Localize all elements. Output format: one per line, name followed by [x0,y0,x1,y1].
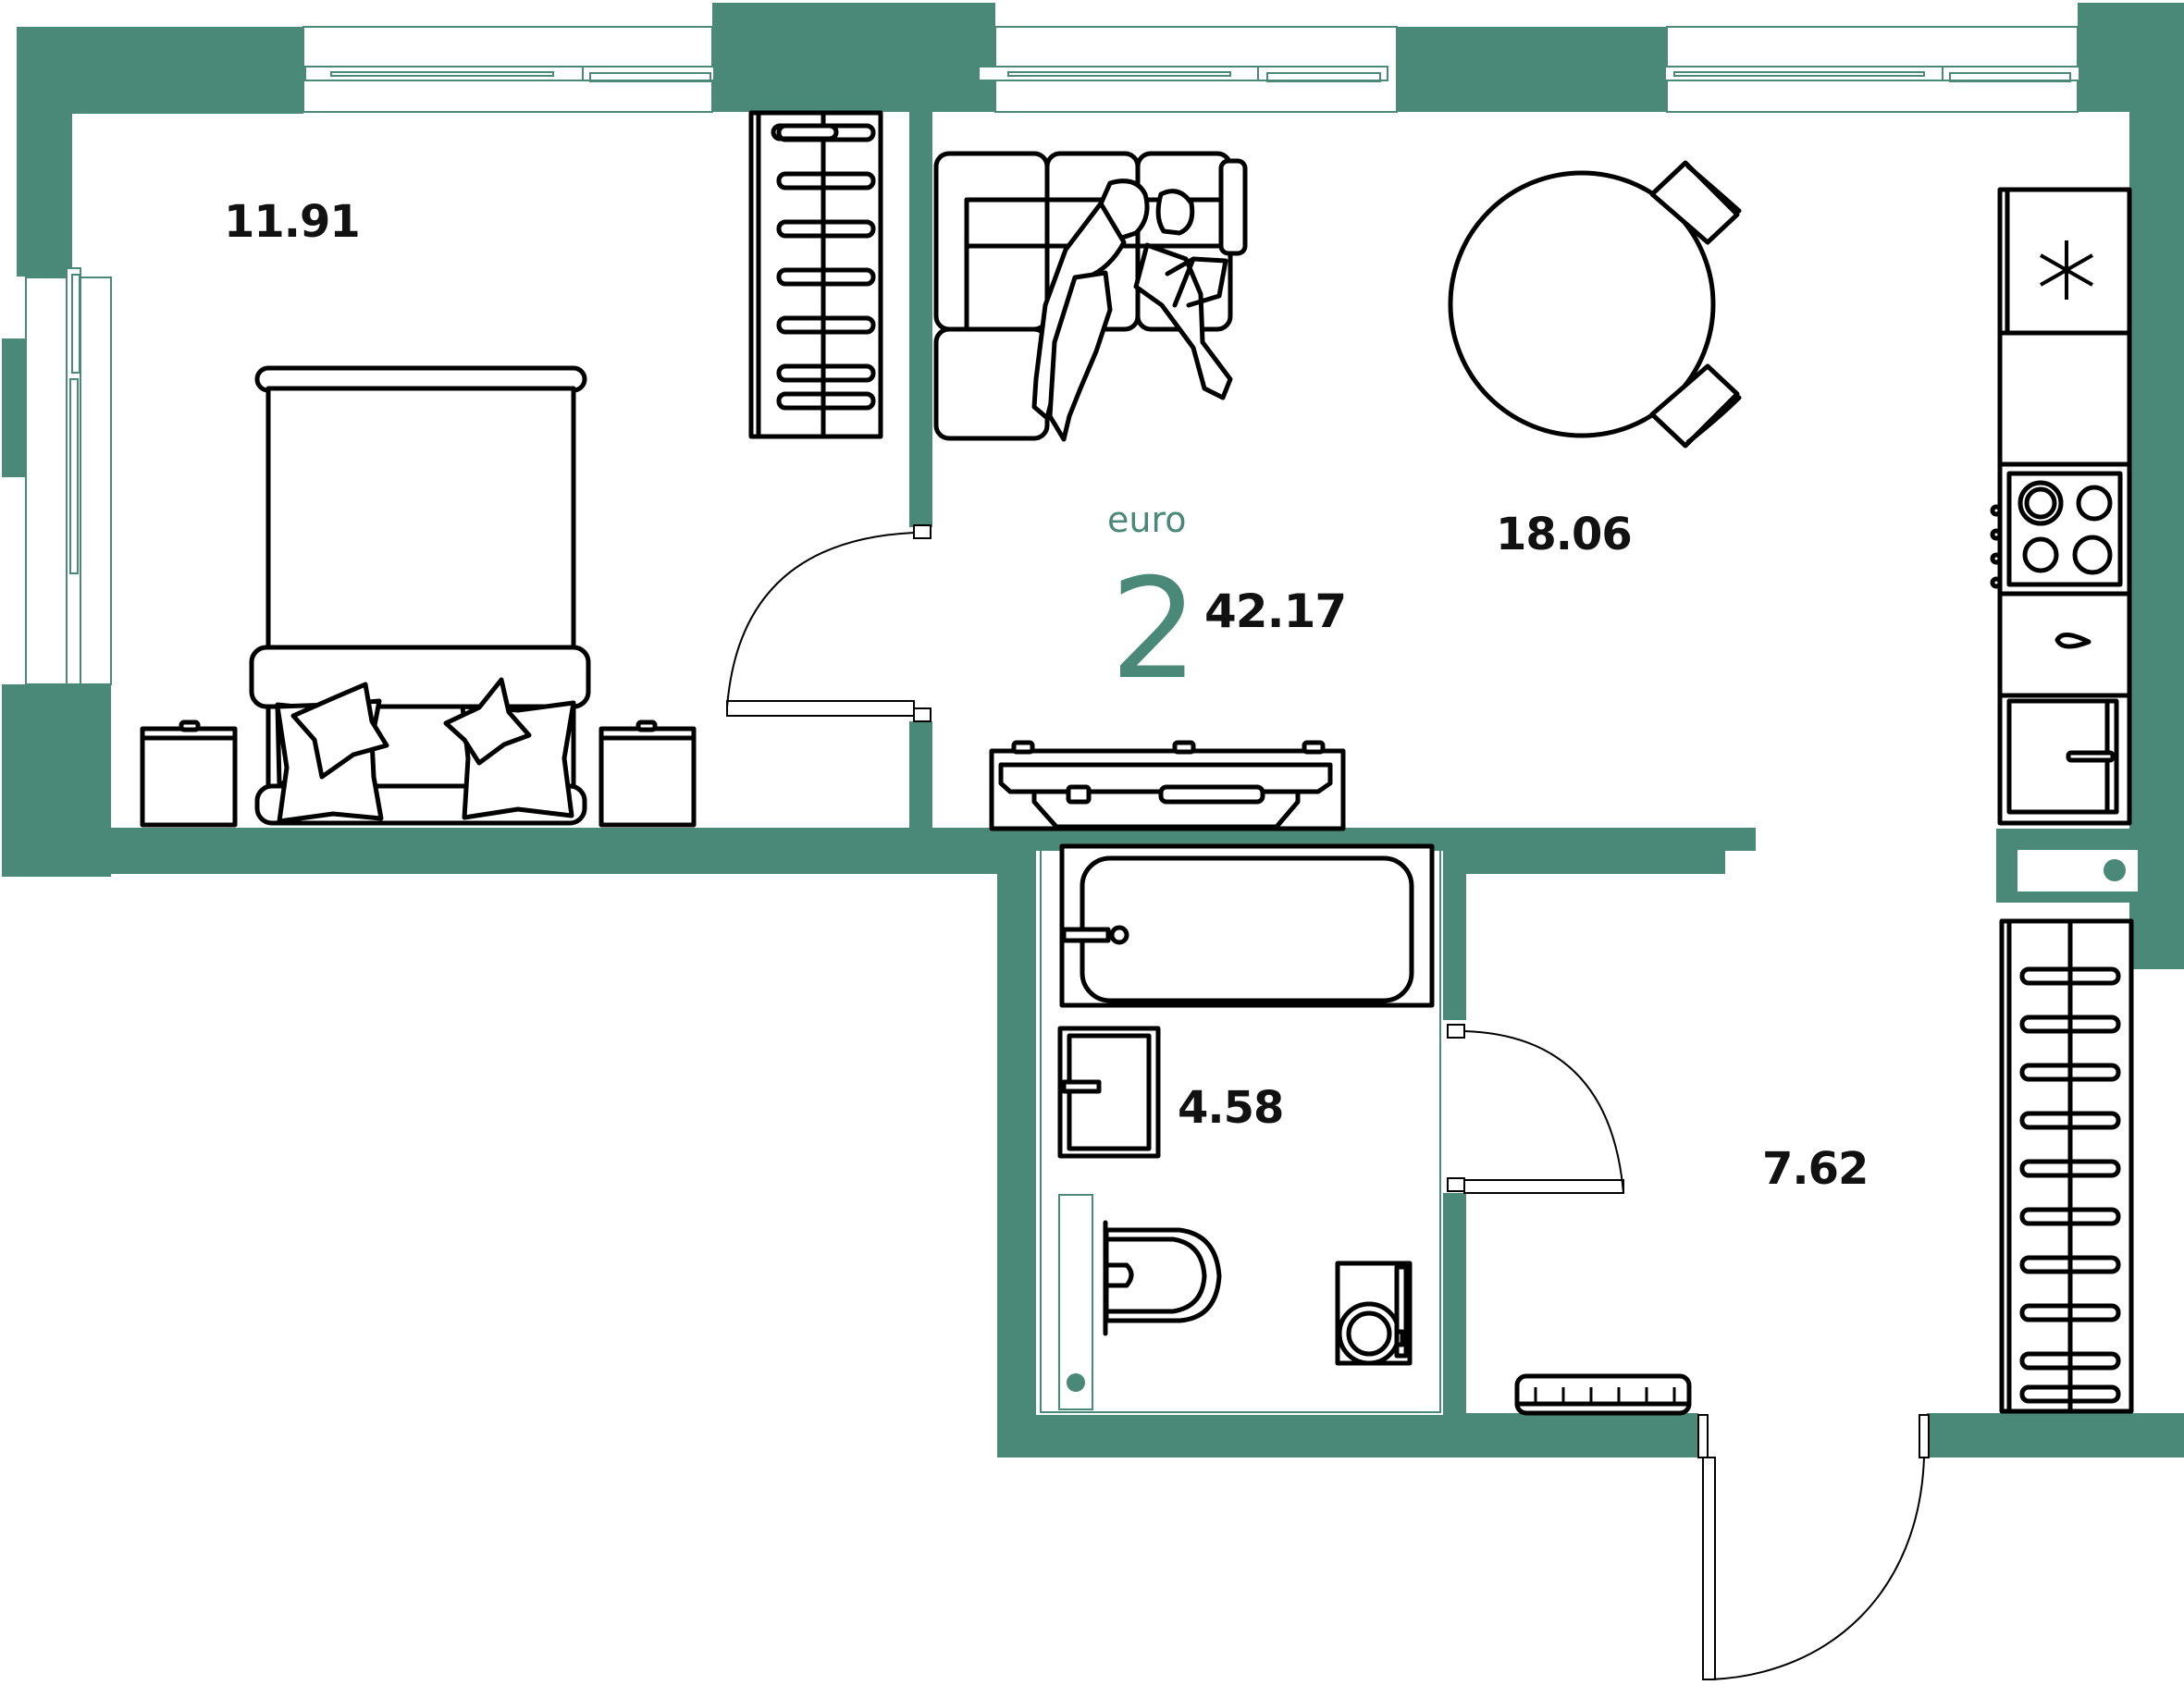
faucet-icon [2054,633,2091,649]
cooktop-icon [1990,471,2123,589]
rooms-count: 2 [1110,549,1199,710]
room-area-bedroom: 11.91 [224,196,361,248]
wardrobe-bedroom [748,110,883,439]
bathroom-fixtures [1036,843,1443,1415]
tv-stand [989,740,1346,831]
doors [726,524,1930,1680]
sink-icon [2006,698,2119,815]
snowflake-icon [2040,240,2093,300]
people-illustration [1031,178,1233,442]
riser-dot [2104,859,2126,881]
nightstand-right [598,720,697,828]
dining-table [1448,160,1742,449]
wardrobe-hall [1999,918,2134,1414]
total-area: 42.17 [1204,584,1347,638]
apartment-type: euro [1107,499,1187,540]
nightstand-left [140,720,238,828]
windows [25,26,2080,685]
bed [249,365,591,826]
room-area-bathroom: 4.58 [1178,1082,1284,1134]
room-area-hallway: 7.62 [1762,1143,1869,1195]
room-area-kitchen-living: 18.06 [1496,509,1633,560]
